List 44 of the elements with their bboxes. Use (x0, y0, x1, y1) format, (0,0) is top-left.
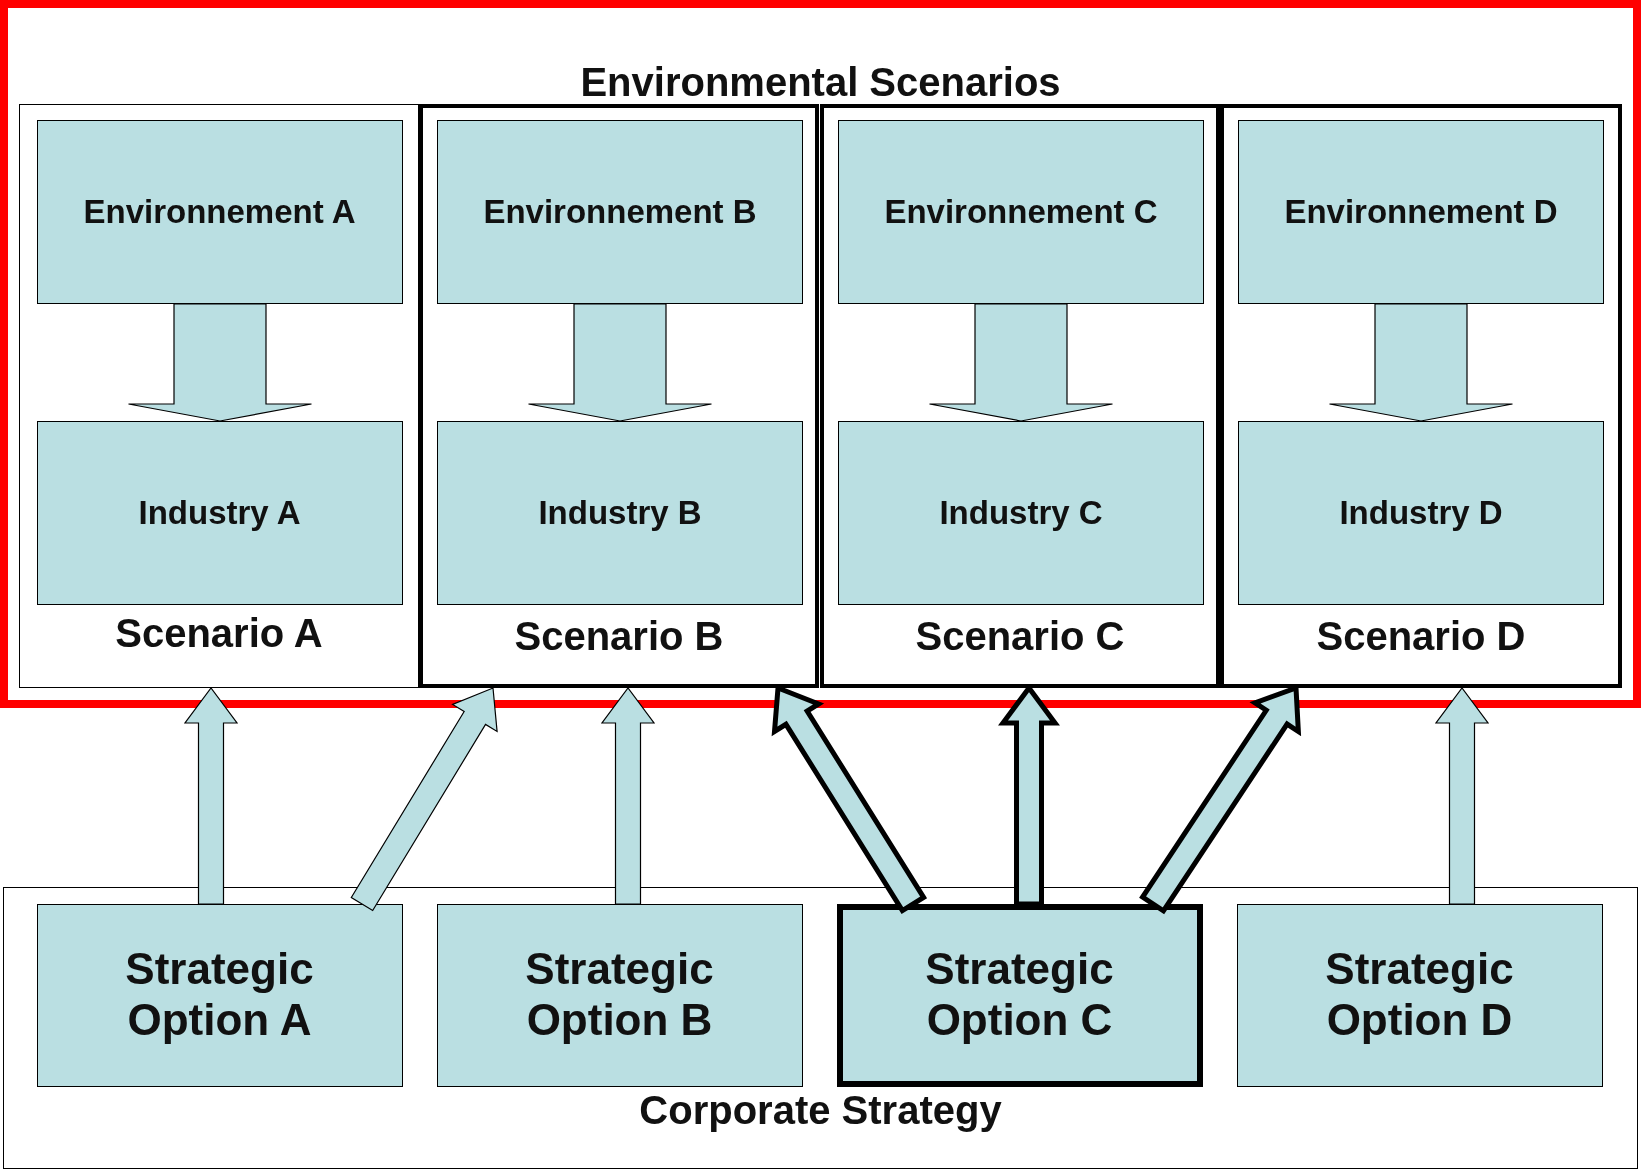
industry-box (838, 421, 1204, 605)
strategy-panel (3, 887, 1638, 1169)
block-arrow (1328, 303, 1514, 422)
option-box (436, 903, 803, 1087)
scenario-panel (820, 104, 1220, 688)
box-label: Strategic Option B (524, 944, 715, 1046)
option-box (1236, 903, 1603, 1087)
box-label: Environnement B (482, 193, 758, 231)
scenario-panel (1220, 104, 1622, 688)
environment-box (1238, 120, 1604, 304)
panel-title: Environmental Scenarios (579, 60, 1062, 104)
environment-box (437, 120, 803, 304)
scenario-label: Scenario D (1315, 614, 1527, 658)
block-arrow (1434, 687, 1490, 905)
block-arrow (350, 687, 498, 912)
box-label: Environnement A (82, 192, 357, 231)
box-label: Strategic Option D (1324, 944, 1515, 1046)
industry-box (36, 420, 403, 605)
box-label: Industry B (537, 494, 703, 532)
panel-title: Corporate Strategy (638, 1088, 1003, 1132)
industry-box (1238, 421, 1604, 605)
box-label: Strategic Option C (924, 944, 1115, 1046)
box-label: Environnement D (1283, 193, 1559, 231)
box-label: Environnement C (883, 193, 1159, 231)
environment-box (838, 120, 1204, 304)
option-box (836, 903, 1203, 1087)
scenario-label: Scenario A (114, 611, 324, 655)
block-arrow (183, 687, 239, 905)
box-label: Industry C (938, 494, 1104, 532)
scenario-frame (0, 0, 1641, 708)
block-arrow (127, 303, 313, 422)
box-label: Industry D (1338, 494, 1504, 532)
industry-box (437, 421, 803, 605)
scenario-label: Scenario C (914, 614, 1126, 658)
box-label: Strategic Option A (124, 944, 315, 1046)
scenario-panel (419, 104, 819, 688)
block-arrow (928, 303, 1114, 422)
box-label: Industry A (137, 493, 302, 532)
environment-box (36, 119, 403, 304)
block-arrow (600, 687, 656, 905)
block-arrow (527, 303, 713, 422)
scenario-panel (19, 104, 419, 688)
scenario-label: Scenario B (513, 614, 725, 658)
option-box (36, 903, 403, 1087)
